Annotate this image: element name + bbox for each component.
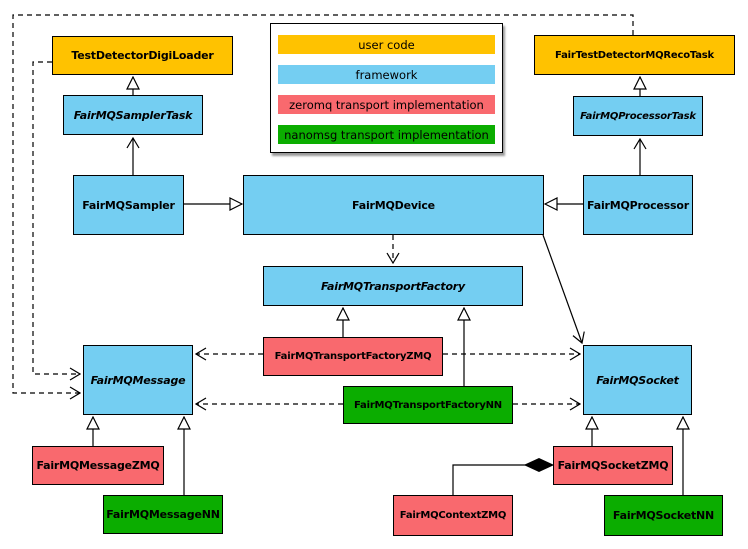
- node-fairmqsocketnn: FairMQSocketNN: [604, 495, 723, 536]
- edge-contextzmq-socketzmq: [452, 464, 526, 495]
- node-fairmqprocessor: FairMQProcessor: [583, 175, 693, 235]
- composition-diamond: [523, 457, 555, 473]
- node-fairmqprocessortask: FairMQProcessorTask: [573, 96, 703, 136]
- edge-recotask-message: [12, 14, 634, 393]
- node-fairmqtransportfactory: FairMQTransportFactory: [263, 266, 523, 306]
- node-testdetectordigiloader: TestDetectorDigiLoader: [52, 36, 233, 75]
- edge-device-socket: [542, 234, 582, 343]
- node-fairtestdetectormqrecotask: FairTestDetectorMQRecoTask: [534, 35, 735, 75]
- edge-digiloader-message: [32, 61, 80, 374]
- node-fairmqtransportfactorynn: FairMQTransportFactoryNN: [343, 386, 513, 424]
- node-fairmqmessagezmq: FairMQMessageZMQ: [32, 446, 164, 485]
- node-fairmqmessagenn: FairMQMessageNN: [103, 495, 223, 534]
- legend-item-nanomsg: nanomsg transport implementation: [278, 125, 495, 144]
- node-fairmqsampler: FairMQSampler: [73, 175, 184, 235]
- legend-item-zeromq: zeromq transport implementation: [278, 95, 495, 114]
- legend-item-user-code: user code: [278, 35, 495, 54]
- node-fairmqsocketzmq: FairMQSocketZMQ: [553, 446, 673, 485]
- legend: user code framework zeromq transport imp…: [270, 23, 503, 153]
- node-fairmqmessage: FairMQMessage: [83, 345, 193, 415]
- node-fairmqcontextzmq: FairMQContextZMQ: [393, 495, 513, 536]
- node-fairmqsocket: FairMQSocket: [583, 345, 692, 415]
- node-fairmqsamplertask: FairMQSamplerTask: [63, 95, 203, 135]
- node-fairmqdevice: FairMQDevice: [243, 175, 544, 235]
- node-fairmqtransportfactoryzmq: FairMQTransportFactoryZMQ: [263, 337, 443, 376]
- legend-item-framework: framework: [278, 65, 495, 84]
